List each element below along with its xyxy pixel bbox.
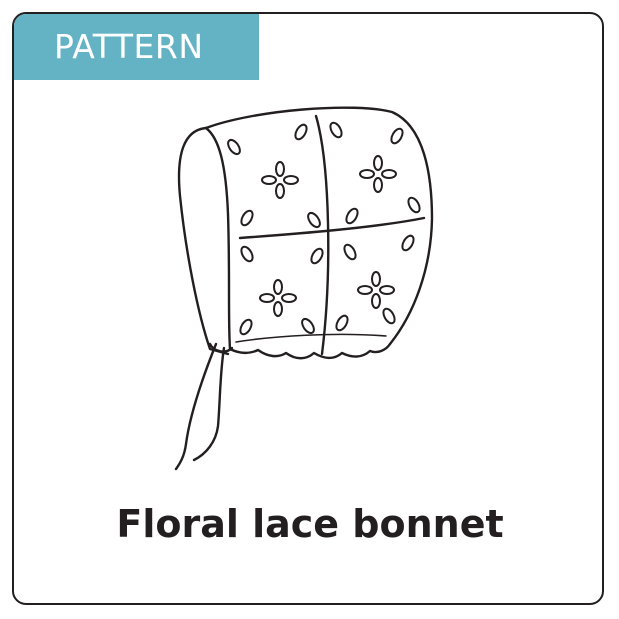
floral-motif-icon <box>261 161 299 199</box>
eyelet-icon <box>240 245 254 263</box>
floral-motif-icon <box>259 279 297 317</box>
eyelet-icon <box>307 211 321 229</box>
bonnet-tie-knot <box>208 342 234 353</box>
eyelet-icon <box>390 127 404 145</box>
eyelet-icon <box>239 318 253 336</box>
pattern-card: PATTERN <box>12 12 604 605</box>
bonnet-horizontal-seam <box>238 216 426 240</box>
eyelet-icon <box>294 123 308 141</box>
bonnet-bottom-stitch <box>235 333 387 343</box>
bonnet-tie-left <box>174 342 218 471</box>
eyelet-icon <box>301 317 315 335</box>
eyelet-icon <box>343 243 357 261</box>
eyelet-icon <box>240 209 254 227</box>
bonnet-vertical-seam <box>314 114 330 356</box>
eyelet-icon <box>401 234 415 252</box>
floral-motif-icon <box>357 271 395 309</box>
pattern-title: Floral lace bonnet <box>116 502 504 546</box>
pattern-tag: PATTERN <box>14 14 259 80</box>
eyelet-icon <box>329 121 343 139</box>
bonnet-scalloped-edge <box>228 342 392 360</box>
bonnet-body-outline <box>204 106 434 346</box>
floral-motif-icon <box>359 155 397 193</box>
eyelet-icon <box>345 207 359 225</box>
bonnet-brim-seam <box>204 126 232 351</box>
eyelet-icon <box>310 247 324 265</box>
bonnet-brim <box>177 126 230 356</box>
eyelet-icon <box>335 314 349 332</box>
bonnet-icon <box>174 106 434 471</box>
eyelet-icon <box>227 138 241 156</box>
eyelet-icon <box>407 196 421 214</box>
bonnet-tie-right <box>192 346 226 462</box>
eyelet-icon <box>382 307 396 325</box>
